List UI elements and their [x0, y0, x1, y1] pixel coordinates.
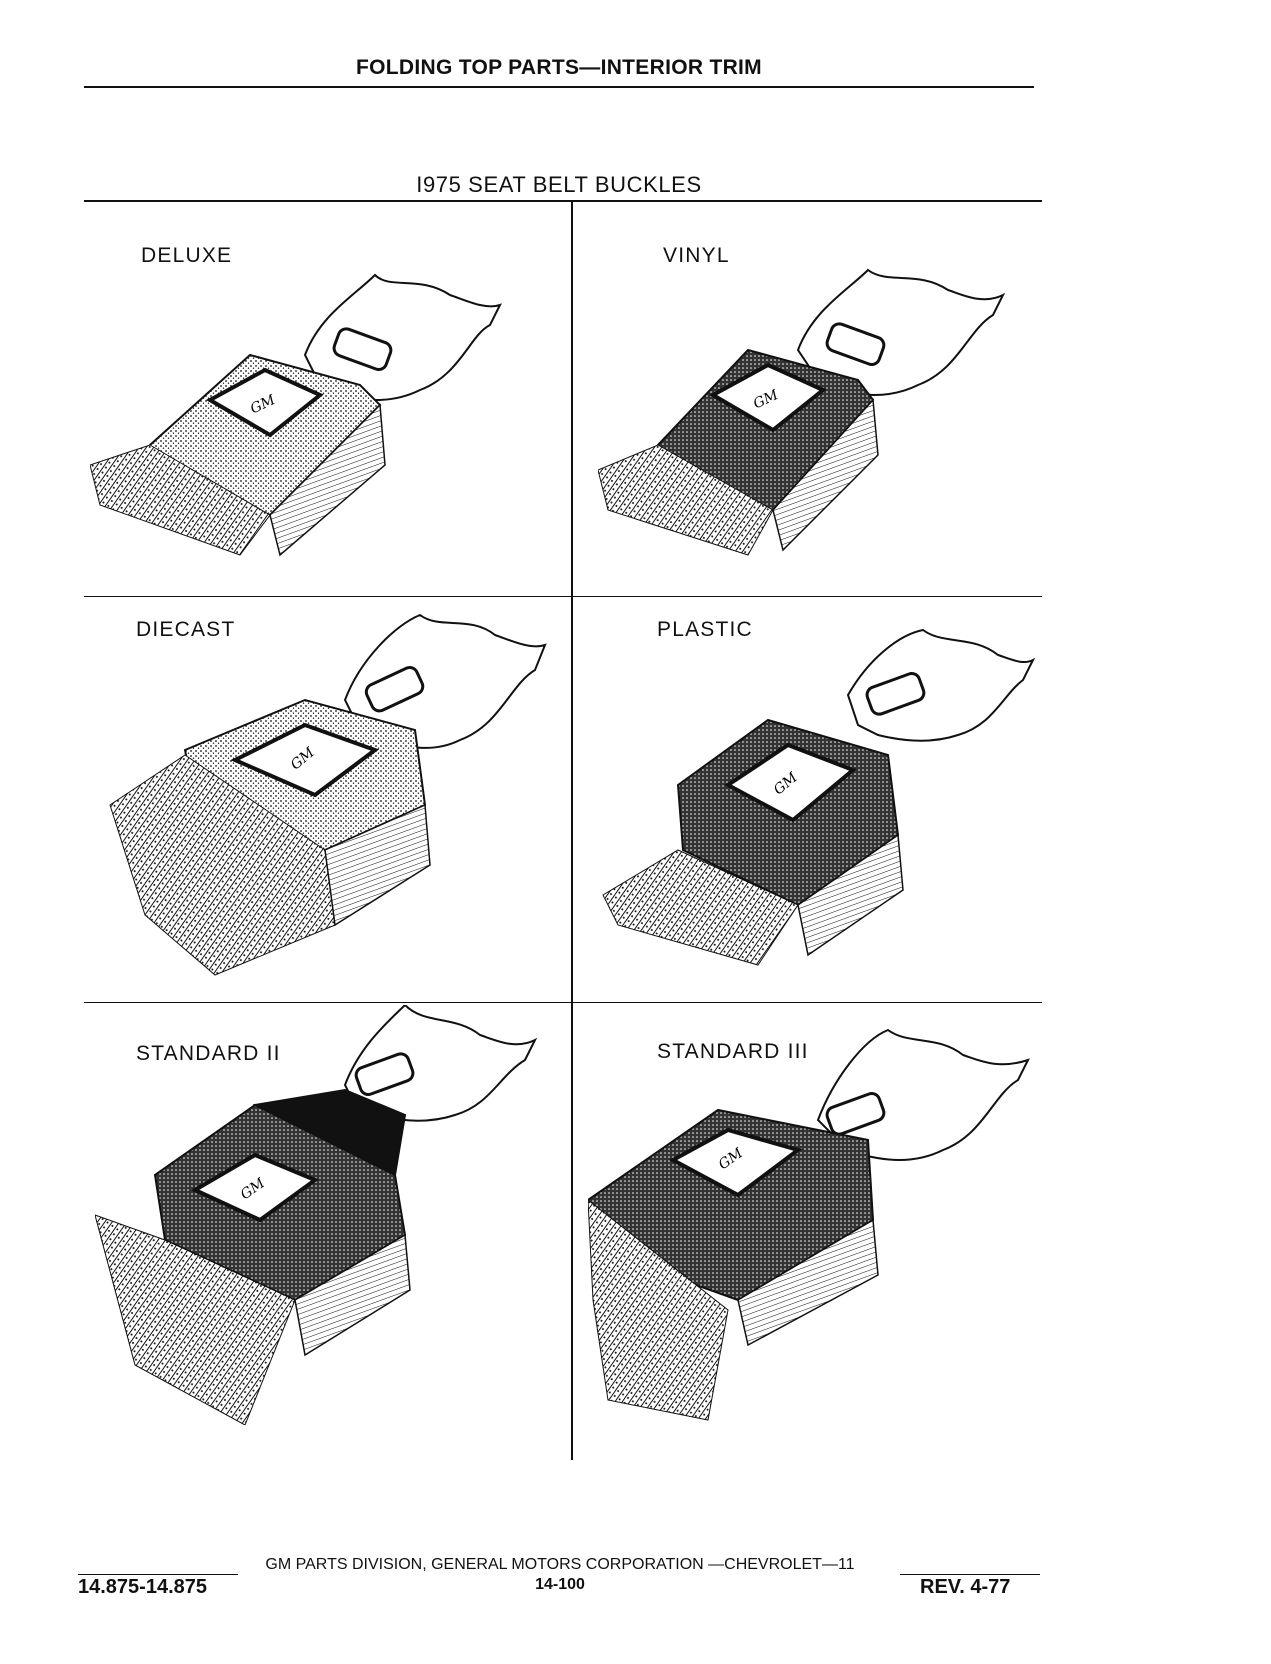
buckle-illustration-standard-ii: GM — [95, 1005, 538, 1425]
header-rule — [84, 86, 1034, 88]
buckle-label-deluxe: DELUXE — [141, 244, 233, 267]
buckle-illustration-deluxe: GM — [90, 273, 502, 557]
section-title: I975 SEAT BELT BUCKLES — [416, 172, 702, 197]
buckle-label-vinyl: VINYL — [663, 244, 730, 267]
buckle-label-standard-iii: STANDARD III — [657, 1040, 809, 1063]
section-rule — [84, 200, 1042, 202]
footer-division-line: GM PARTS DIVISION, GENERAL MOTORS CORPOR… — [265, 1556, 855, 1573]
footer-page-number: 14-100 — [535, 1576, 585, 1593]
buckle-illustration-standard-iii: GM — [588, 1028, 1030, 1421]
footer-rule-left — [78, 1574, 238, 1575]
buckle-illustration-plastic: GM — [602, 628, 1036, 966]
footer-parts-code: 14.875-14.875 — [78, 1576, 208, 1598]
buckle-label-diecast: DIECAST — [136, 618, 236, 641]
grid-row-divider-1 — [84, 596, 1042, 597]
grid-vertical-divider — [571, 200, 573, 1460]
buckle-label-standard-ii: STANDARD II — [136, 1042, 281, 1065]
buckle-label-plastic: PLASTIC — [657, 618, 753, 641]
footer-rule-right — [900, 1574, 1040, 1575]
buckle-illustration-diecast: GM — [109, 613, 547, 976]
footer-revision: REV. 4-77 — [920, 1576, 1011, 1598]
grid-row-divider-2 — [84, 1002, 1042, 1003]
buckle-illustration-vinyl: GM — [598, 268, 1006, 556]
page-header-title: FOLDING TOP PARTS—INTERIOR TRIM — [356, 56, 762, 79]
